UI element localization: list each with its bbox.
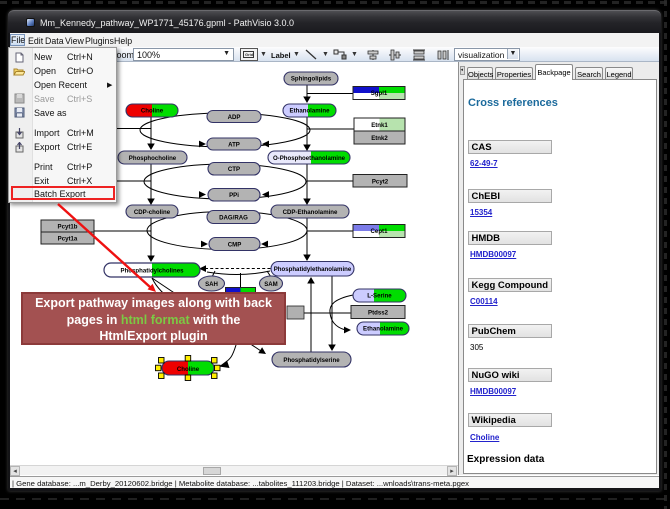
svg-text:L-Serine: L-Serine [367, 293, 392, 300]
svg-text:PPi: PPi [229, 192, 239, 199]
svg-text:CTP: CTP [228, 166, 240, 173]
svg-text:Sgpl1: Sgpl1 [371, 90, 388, 97]
svg-text:Sphingolipids: Sphingolipids [291, 76, 332, 83]
svg-text:Phosphatidylcholines: Phosphatidylcholines [121, 267, 185, 274]
svg-text:Ethanolamine: Ethanolamine [290, 108, 331, 115]
svg-text:Etnk1: Etnk1 [371, 122, 388, 129]
svg-text:ATP: ATP [228, 141, 240, 148]
svg-text:ADP: ADP [228, 114, 241, 121]
svg-text:Ethanolamine: Ethanolamine [363, 326, 404, 333]
svg-text:CDP-Ethanolamine: CDP-Ethanolamine [283, 209, 338, 216]
svg-text:Ptdss2: Ptdss2 [368, 310, 389, 317]
svg-text:SAM: SAM [264, 281, 278, 288]
svg-text:Phosphatidylethanolamine: Phosphatidylethanolamine [274, 266, 352, 273]
svg-text:Phosphocholine: Phosphocholine [129, 155, 177, 162]
svg-text:SAH: SAH [205, 281, 218, 288]
svg-text:Pcyt1b: Pcyt1b [58, 224, 78, 231]
svg-text:CDP-choline: CDP-choline [134, 209, 171, 216]
svg-text:O-Phosphoethanolamine: O-Phosphoethanolamine [273, 155, 346, 162]
svg-text:CMP: CMP [228, 241, 242, 248]
svg-text:Phosphatidylserine: Phosphatidylserine [283, 357, 340, 364]
svg-text:Pcyt2: Pcyt2 [372, 178, 389, 185]
svg-text:DAG/RAG: DAG/RAG [219, 214, 248, 221]
svg-text:Choline: Choline [141, 108, 164, 115]
svg-text:Cept1: Cept1 [371, 228, 389, 235]
svg-text:Choline: Choline [177, 366, 200, 373]
svg-text:Etnk2: Etnk2 [371, 135, 388, 142]
svg-text:Pcyt1a: Pcyt1a [58, 236, 78, 243]
